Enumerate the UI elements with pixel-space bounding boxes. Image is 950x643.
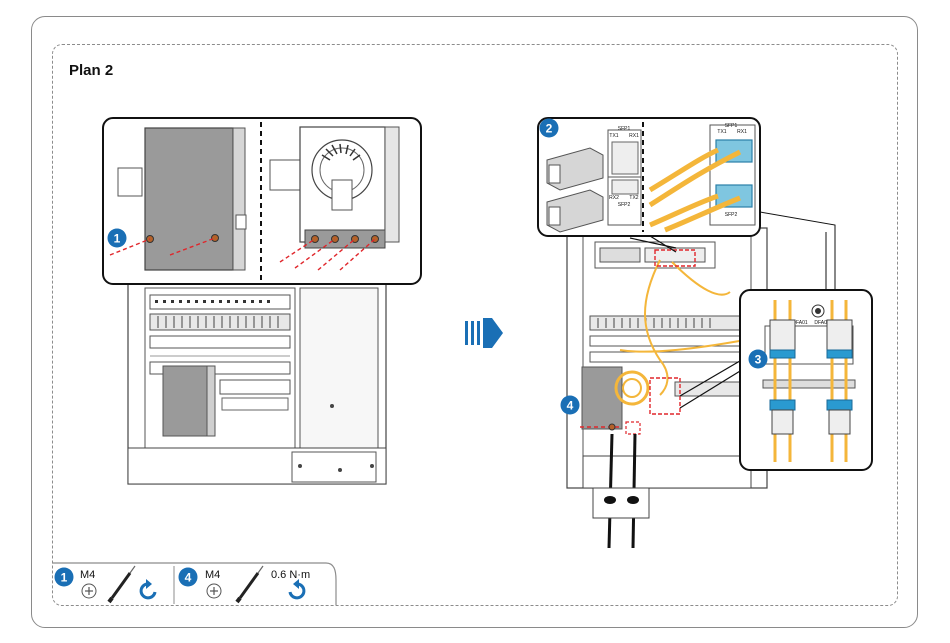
step-4-badge: 4: [561, 396, 580, 415]
svg-text:SFP1: SFP1: [618, 126, 631, 132]
svg-text:SFP2: SFP2: [618, 202, 631, 208]
left-cabinet: [128, 278, 386, 484]
screwdriver-icon: [237, 566, 263, 602]
left-zoom-callout: [103, 118, 421, 284]
svg-text:2: 2: [546, 122, 553, 136]
svg-text:4: 4: [185, 571, 192, 585]
odf-callout: DFA01 DFA02: [740, 290, 872, 470]
step-3-badge: 3: [749, 350, 768, 369]
svg-text:TX2: TX2: [629, 195, 638, 201]
svg-text:3: 3: [755, 353, 762, 367]
legend-step-4: 4 M4 0.6 N·m: [179, 566, 311, 602]
svg-text:4: 4: [567, 399, 574, 413]
step-2-badge: 2: [540, 119, 559, 138]
svg-text:SFP1: SFP1: [725, 123, 738, 129]
step-1-badge: 1: [108, 229, 127, 248]
svg-text:TX1: TX1: [717, 129, 726, 135]
counterclockwise-arrow-icon: [141, 579, 155, 598]
svg-text:M4: M4: [80, 569, 95, 581]
clockwise-arrow-icon: [290, 579, 304, 598]
phillips-screw-icon: [82, 584, 96, 598]
sfp-callout: SFP1 TX1 RX1 RX2 TX2 SFP2 SFP1 TX1 RX1 S…: [538, 118, 760, 236]
legend: 1 M4 4: [52, 563, 336, 605]
legend-step-1: 1 M4: [55, 566, 156, 602]
svg-text:TX1: TX1: [609, 133, 618, 139]
svg-text:0.6 N·m: 0.6 N·m: [271, 569, 310, 581]
svg-text:1: 1: [114, 232, 121, 246]
svg-text:RX2: RX2: [609, 195, 619, 201]
phillips-screw-icon: [207, 584, 221, 598]
svg-text:RX1: RX1: [737, 129, 747, 135]
screwdriver-icon: [109, 566, 135, 602]
svg-text:RX1: RX1: [629, 133, 639, 139]
svg-text:1: 1: [61, 571, 68, 585]
direction-arrow-icon: [465, 318, 503, 348]
svg-text:SFP2: SFP2: [725, 212, 738, 218]
svg-text:M4: M4: [205, 569, 220, 581]
